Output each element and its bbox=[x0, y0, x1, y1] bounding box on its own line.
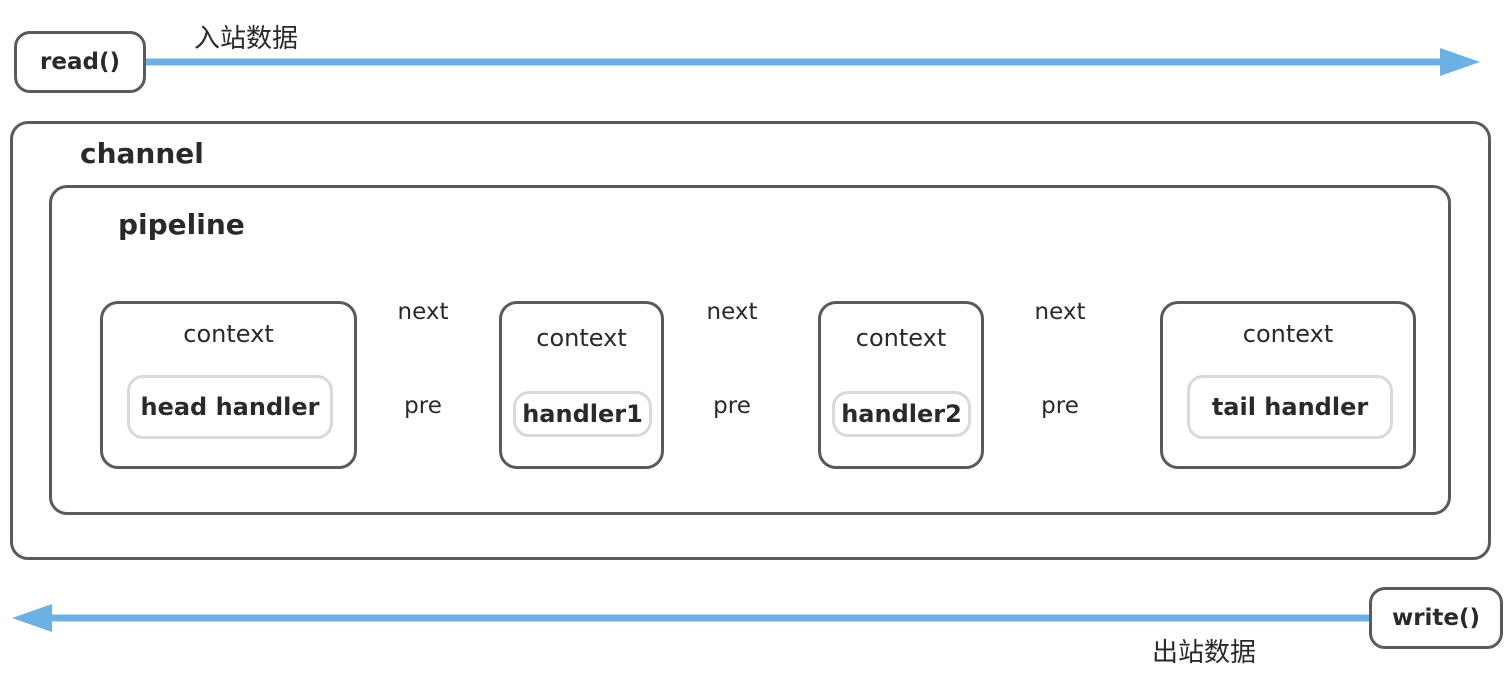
context-head[interactable]: context head handler bbox=[100, 301, 357, 469]
inbound-arrow-head bbox=[1440, 48, 1480, 76]
next-label-2: next bbox=[706, 299, 758, 325]
head-handler[interactable]: head handler bbox=[127, 375, 333, 439]
pre-label-3: pre bbox=[1041, 393, 1079, 419]
inbound-label: 入站数据 bbox=[194, 24, 299, 54]
read-button[interactable]: read() bbox=[14, 31, 146, 93]
context-handler1[interactable]: context handler1 bbox=[499, 301, 664, 469]
handler2[interactable]: handler2 bbox=[832, 391, 971, 437]
outbound-label: 出站数据 bbox=[1152, 638, 1257, 668]
handler1[interactable]: handler1 bbox=[513, 391, 652, 437]
context-label: context bbox=[1242, 320, 1334, 348]
pre-label-1: pre bbox=[404, 393, 442, 419]
context-tail[interactable]: context tail handler bbox=[1160, 301, 1416, 469]
context-label: context bbox=[855, 324, 947, 352]
next-label-1: next bbox=[397, 299, 449, 325]
context-handler2[interactable]: context handler2 bbox=[818, 301, 984, 469]
channel-title: channel bbox=[80, 137, 204, 170]
tail-handler[interactable]: tail handler bbox=[1187, 375, 1393, 439]
next-label-3: next bbox=[1034, 299, 1086, 325]
context-label: context bbox=[183, 320, 274, 348]
outbound-arrow-head bbox=[12, 604, 52, 632]
pre-label-2: pre bbox=[713, 393, 751, 419]
write-button[interactable]: write() bbox=[1369, 587, 1503, 649]
pipeline-title: pipeline bbox=[118, 208, 245, 241]
context-label: context bbox=[536, 324, 627, 352]
